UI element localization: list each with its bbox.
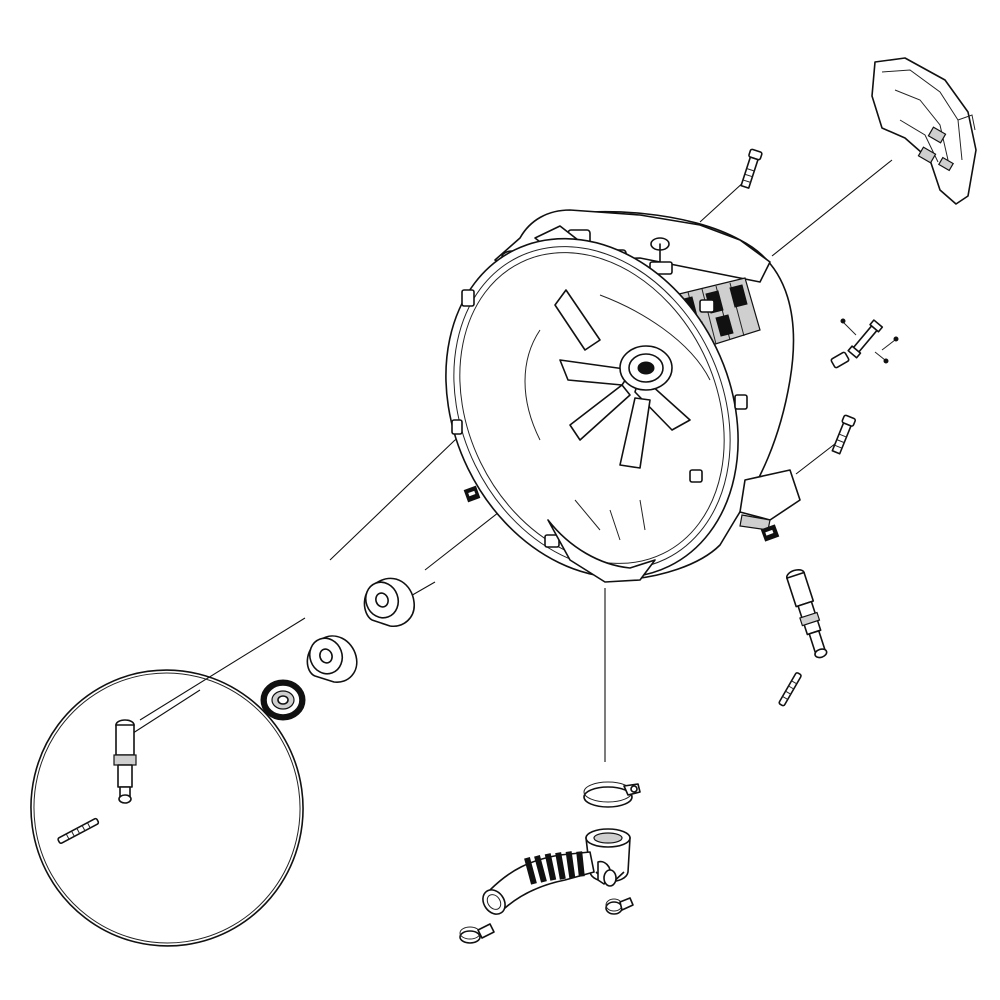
hose-clamp-lower[interactable] [459,923,495,944]
outer-tub[interactable] [391,189,801,626]
spacer-small[interactable] [305,634,358,683]
guide-line-top-bolt [699,179,747,223]
tub-weight-bracket[interactable] [871,57,977,205]
tub-bolt-right[interactable] [830,414,857,455]
guide-line-gasket [139,617,306,721]
sump-adapter[interactable] [585,828,631,886]
shock-absorber-right[interactable] [778,568,831,707]
guide-line-right-bolt [795,439,841,475]
shock-absorber-left[interactable] [57,719,137,845]
drain-bellows-hose[interactable] [478,851,617,919]
guide-line-bracket [771,159,893,257]
tub-rim-lugs [451,289,748,548]
spacer-large[interactable] [361,577,415,627]
door-gasket-ring[interactable] [13,652,321,963]
tub-lower-bracket [739,469,801,521]
tub-clip-right[interactable] [760,524,780,542]
guide-line-axis-mid [329,439,456,561]
bearing-seal[interactable] [260,679,306,721]
tub-bolt-top[interactable] [739,148,763,189]
tub-clip-left[interactable] [463,485,481,503]
hose-clamp-upper[interactable] [583,781,641,808]
tub-hub [619,345,673,391]
hose-clamp-right[interactable] [605,897,634,915]
guide-line-shock-left [129,689,201,736]
tub-sump-base [547,519,656,583]
tub-bracket-screw-kit[interactable] [830,318,899,369]
